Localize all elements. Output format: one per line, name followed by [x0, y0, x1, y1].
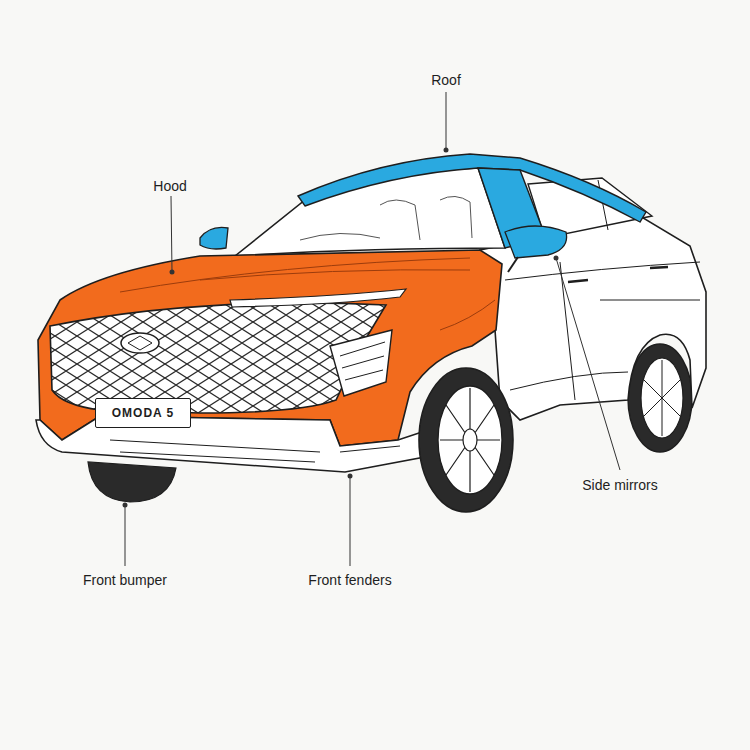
mirror-dot — [554, 256, 559, 261]
rear-spokes — [644, 360, 680, 436]
headlight — [330, 330, 392, 396]
roof-leader — [446, 92, 447, 150]
license-plate: OMODA 5 — [95, 398, 191, 428]
hood-dot — [170, 270, 175, 275]
rear-tire — [628, 344, 692, 452]
mirror-leader — [556, 258, 620, 470]
front-rim — [438, 386, 502, 494]
door-lines — [505, 262, 700, 400]
bumper-leader — [125, 505, 126, 566]
daytime-running-light — [230, 289, 406, 307]
logo-mark — [128, 336, 152, 350]
leader-dots — [123, 148, 559, 508]
bumper-dot — [123, 503, 128, 508]
part-label: Side mirrors — [582, 477, 657, 493]
brand-logo — [121, 333, 159, 353]
plate-text: OMODA 5 — [112, 406, 175, 420]
part-label: Front fenders — [308, 572, 391, 588]
roof-panel — [298, 154, 646, 222]
part-label: Hood — [153, 178, 186, 194]
mirror-stem — [508, 257, 518, 272]
door-handles — [568, 267, 668, 282]
left-front-tire — [88, 462, 176, 502]
front-hub — [463, 429, 477, 451]
left-mirror — [200, 227, 228, 249]
hood-leader — [171, 196, 172, 272]
part-label: Front bumper — [83, 572, 167, 588]
rear-rim — [641, 358, 683, 438]
roof-dot — [444, 148, 449, 153]
bumper-intakes — [110, 440, 400, 462]
leader-lines — [125, 92, 620, 566]
body-side — [480, 216, 706, 420]
right-mirror — [505, 226, 567, 258]
fender-leader — [350, 476, 351, 566]
front-spokes — [440, 388, 500, 492]
interior-seats — [300, 196, 472, 240]
fender-dot — [348, 474, 353, 479]
headlight-details — [340, 342, 385, 380]
front-tire — [419, 368, 513, 512]
part-label: Roof — [431, 72, 461, 88]
